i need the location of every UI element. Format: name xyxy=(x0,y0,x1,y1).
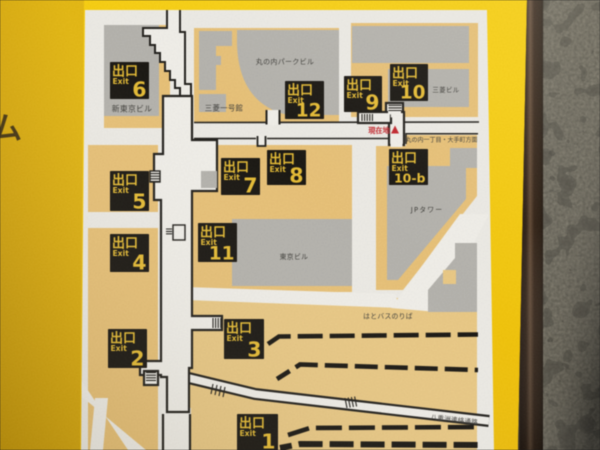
photo-grain xyxy=(0,0,600,450)
photo-of-exit-map: 新東京ビル三菱一号館丸の内パークビル三菱ビルJPタワー東京ビルはとバスのりば八重… xyxy=(0,0,600,450)
